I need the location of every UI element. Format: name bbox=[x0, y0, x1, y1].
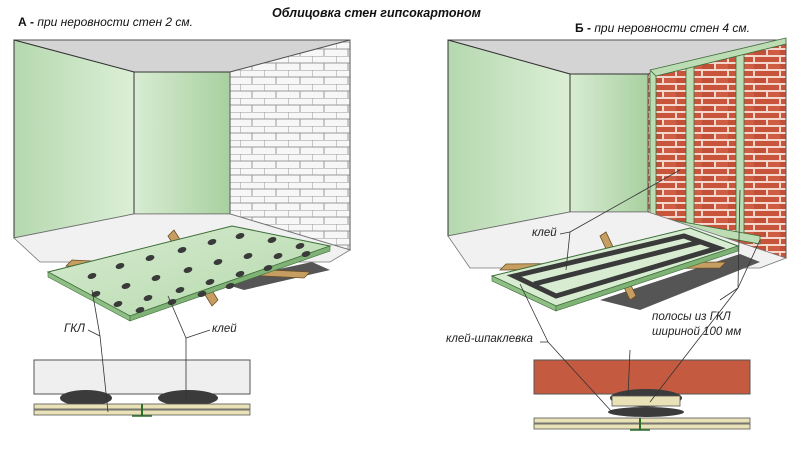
brick-section-b bbox=[533, 359, 751, 395]
label-glue-a: клей bbox=[212, 323, 237, 335]
left-wall-b bbox=[447, 39, 571, 237]
leader-lines-a bbox=[87, 289, 211, 413]
glue-spot bbox=[205, 278, 215, 286]
glue-spot bbox=[235, 232, 245, 240]
wall-section-a bbox=[33, 359, 251, 395]
glue-spot bbox=[87, 272, 97, 280]
glue-strips-b bbox=[506, 233, 727, 299]
white-brick-wall bbox=[229, 39, 351, 251]
panel-b-caption: Б - при неровности стен 4 см. bbox=[575, 22, 750, 34]
glue-spot bbox=[143, 294, 153, 302]
glue-spot bbox=[197, 290, 207, 298]
glue-spot bbox=[263, 264, 273, 272]
leader-lines-b bbox=[519, 169, 761, 413]
glue-spot bbox=[151, 274, 161, 282]
glue-spot bbox=[295, 242, 305, 250]
label-putty-b: клей-шпаклевка bbox=[446, 333, 533, 345]
glue-spot bbox=[235, 270, 245, 278]
panel-a-room bbox=[13, 39, 351, 322]
panel-b-caption-text: при неровности стен 4 см. bbox=[594, 21, 750, 35]
glue-blob-section-1 bbox=[60, 390, 112, 406]
panel-b-letter: Б - bbox=[575, 21, 591, 35]
glue-spot bbox=[113, 300, 123, 308]
glue-spot bbox=[267, 236, 277, 244]
glue-spot bbox=[115, 262, 125, 270]
panel-b-room bbox=[447, 37, 788, 312]
putty-section bbox=[608, 407, 684, 417]
glue-spot bbox=[225, 282, 235, 290]
glue-blob-section-2 bbox=[158, 390, 218, 406]
gkl-board-b-edge-2 bbox=[555, 245, 739, 312]
glue-spot bbox=[175, 286, 185, 294]
glue-spot bbox=[183, 266, 193, 274]
glue-spot bbox=[135, 306, 145, 314]
label-strips-1: полосы из ГКЛ bbox=[652, 311, 731, 323]
label-gkl-a: ГКЛ bbox=[64, 323, 85, 335]
glue-spot bbox=[145, 254, 155, 262]
panel-a-caption: А - при неровности стен 2 см. bbox=[18, 16, 193, 28]
glue-spot bbox=[177, 246, 187, 254]
label-glue-b: клей bbox=[532, 227, 557, 239]
left-wall-a bbox=[13, 39, 135, 239]
panel-a-letter: А - bbox=[18, 15, 34, 29]
glue-spot bbox=[213, 258, 223, 266]
gkl-section-layer-3 bbox=[533, 417, 751, 424]
gkl-section-layer-4 bbox=[533, 423, 751, 430]
glue-spot bbox=[301, 250, 311, 258]
gkl-strip-section bbox=[611, 395, 681, 407]
glue-spot bbox=[121, 282, 131, 290]
panel-a-section bbox=[33, 359, 251, 417]
glue-spot bbox=[243, 252, 253, 260]
label-strips-2: шириной 100 мм bbox=[652, 326, 742, 338]
glue-spot bbox=[273, 252, 283, 260]
glue-spots bbox=[87, 232, 311, 314]
glue-spot bbox=[207, 238, 217, 246]
page-title: Облицовка стен гипсокартоном bbox=[272, 6, 481, 20]
back-wall-b bbox=[569, 73, 649, 213]
panel-a-caption-text: при неровности стен 2 см. bbox=[37, 15, 193, 29]
panel-b-section bbox=[533, 359, 751, 431]
glue-spot bbox=[91, 290, 101, 298]
back-wall-a bbox=[133, 71, 231, 215]
